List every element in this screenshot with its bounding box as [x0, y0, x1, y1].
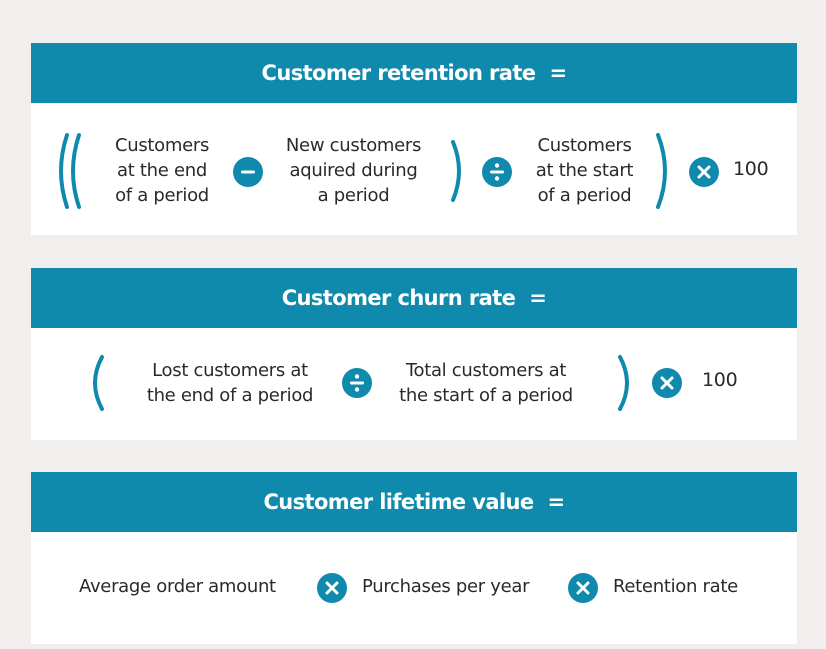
lifetime-value-title: Customer lifetime value [263, 490, 534, 514]
text-line: at the start [535, 160, 634, 181]
right-parenthesis-icon [618, 355, 629, 411]
text-line: Customers [114, 135, 210, 156]
churn-term-total-customers: Total customers at the start of a period [386, 358, 586, 408]
retention-rate-formula: Customers at the end of a period New cus… [31, 103, 797, 235]
times-icon [317, 573, 347, 603]
retention-rate-card: Customer retention rate = Customers at t… [31, 43, 797, 235]
retention-equals-sign: = [549, 61, 567, 85]
right-parenthesis-icon [451, 140, 461, 202]
times-icon [689, 157, 719, 187]
text-line: a period [317, 185, 390, 206]
right-parenthesis-icon [656, 133, 667, 209]
churn-rate-header: Customer churn rate = [31, 268, 797, 328]
churn-rate-formula: Lost customers at the end of a period To… [31, 328, 797, 440]
retention-term-new-customers: New customers aquired during a period [271, 133, 436, 208]
retention-rate-header: Customer retention rate = [31, 43, 797, 103]
lifetime-value-card: Customer lifetime value = Average order … [31, 472, 797, 644]
lifetime-value-header: Customer lifetime value = [31, 472, 797, 532]
text-line: the start of a period [399, 385, 573, 406]
text-line: Total customers at [405, 360, 567, 381]
times-icon [652, 368, 682, 398]
text-line: Customers [537, 135, 632, 156]
churn-term-lost-customers: Lost customers at the end of a period [135, 358, 325, 408]
churn-rate-title: Customer churn rate [281, 286, 516, 310]
churn-rate-card: Customer churn rate = Lost customers at … [31, 268, 797, 440]
retention-multiplier: 100 [733, 158, 769, 180]
text-line: of a period [115, 185, 209, 206]
clv-term-retention-rate: Retention rate [613, 576, 738, 597]
text-line: at the end [117, 160, 207, 181]
lifetime-value-formula: Average order amount Purchases per year … [31, 532, 797, 644]
retention-term-customers-start: Customers at the start of a period [517, 133, 652, 208]
text-line: aquired during [289, 160, 418, 181]
retention-rate-title: Customer retention rate [261, 61, 536, 85]
clv-term-average-order: Average order amount [79, 576, 276, 597]
divide-icon [482, 157, 512, 187]
churn-multiplier: 100 [702, 369, 738, 391]
clv-term-purchases: Purchases per year [362, 576, 530, 597]
lifetime-value-equals-sign: = [547, 490, 566, 514]
times-icon [568, 573, 598, 603]
text-line: of a period [537, 185, 632, 206]
text-line: Lost customers at [152, 360, 308, 381]
retention-term-customers-end-text: Customers at the end of a period [92, 133, 232, 208]
double-left-parenthesis-icon [59, 133, 81, 209]
divide-icon [342, 368, 372, 398]
minus-icon [233, 157, 263, 187]
churn-equals-sign: = [529, 286, 547, 310]
left-parenthesis-icon [93, 355, 104, 411]
text-line: the end of a period [146, 385, 314, 406]
text-line: New customers [285, 135, 422, 156]
